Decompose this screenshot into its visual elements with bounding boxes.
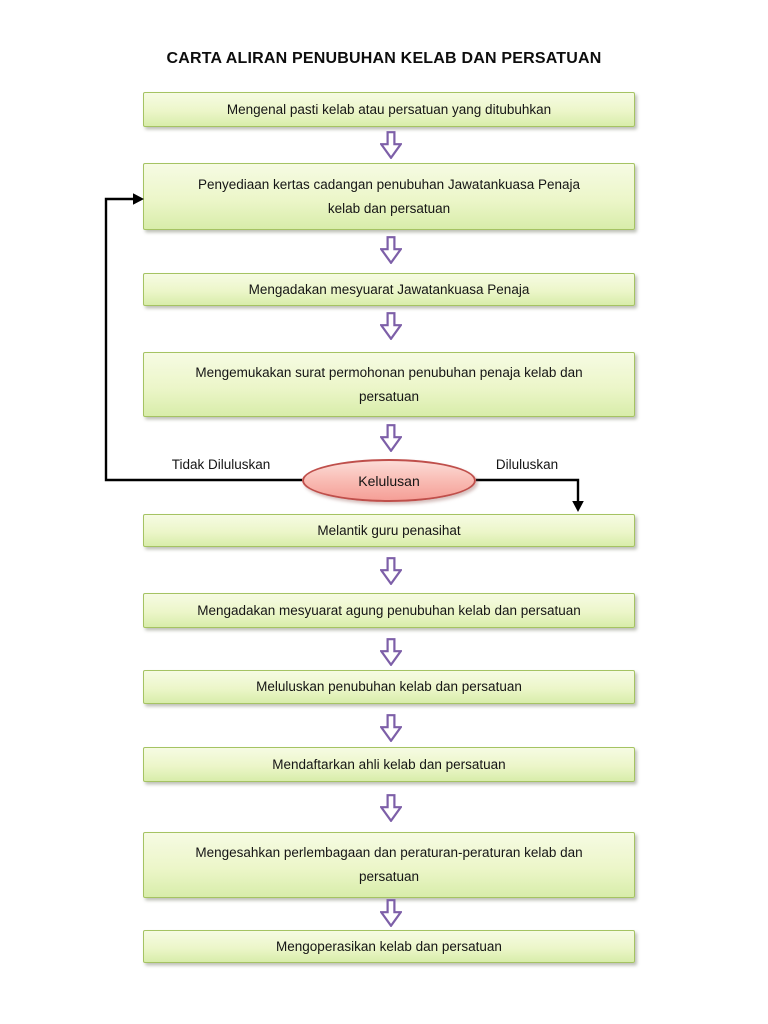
step-label: Mengoperasikan kelab dan persatuan: [276, 938, 502, 954]
step-label: Mengenal pasti kelab atau persatuan yang…: [226, 101, 552, 117]
step-label: Mendaftarkan ahli kelab dan persatuan: [272, 756, 506, 772]
decision-label: Kelulusan: [358, 472, 420, 489]
step-label: Melantik guru penasihat: [317, 522, 461, 538]
rejected-branch-line: [104, 197, 302, 482]
flow-arrow-down-icon: [380, 424, 402, 452]
flow-arrow-down-icon: [380, 312, 402, 340]
step-box-agm: Mengadakan mesyuarat agung penubuhan kel…: [143, 593, 635, 628]
step-label: Meluluskan penubuhan kelab dan persatuan: [256, 679, 522, 694]
arrowhead-down-icon: [572, 501, 584, 512]
step-label: Mengadakan mesyuarat Jawatankuasa Penaja: [248, 281, 530, 297]
flow-arrow-down-icon: [380, 236, 402, 264]
flow-arrow-down-icon: [380, 899, 402, 927]
step-box-proposal: Penyediaan kertas cadangan penubuhan Jaw…: [143, 163, 635, 230]
step-label: Mengadakan mesyuarat agung penubuhan kel…: [197, 602, 581, 618]
flow-arrow-down-icon: [380, 638, 402, 666]
step-box-register: Mendaftarkan ahli kelab dan persatuan: [143, 747, 635, 782]
branch-label-rejected: Tidak Diluluskan: [171, 457, 271, 472]
step-box-approve: Meluluskan penubuhan kelab dan persatuan: [143, 670, 635, 704]
page-title: CARTA ALIRAN PENUBUHAN KELAB DAN PERSATU…: [166, 50, 602, 67]
step-label: Mengesahkan perlembagaan dan peraturan-p…: [195, 845, 583, 884]
step-box-application: Mengemukakan surat permohonan penubuhan …: [143, 352, 635, 417]
step-box-identify: Mengenal pasti kelab atau persatuan yang…: [143, 92, 635, 127]
branch-label-approved: Diluluskan: [495, 457, 559, 472]
flow-arrow-down-icon: [380, 714, 402, 742]
step-box-meeting: Mengadakan mesyuarat Jawatankuasa Penaja: [143, 273, 635, 306]
decision-ellipse: Kelulusan: [302, 459, 476, 502]
flow-arrow-down-icon: [380, 794, 402, 822]
step-label: Mengemukakan surat permohonan penubuhan …: [195, 364, 583, 404]
step-label: Penyediaan kertas cadangan penubuhan Jaw…: [197, 176, 581, 216]
step-box-constitution: Mengesahkan perlembagaan dan peraturan-p…: [143, 832, 635, 898]
step-box-operate: Mengoperasikan kelab dan persatuan: [143, 930, 635, 963]
approved-branch-line: [476, 478, 580, 502]
flow-arrow-down-icon: [380, 131, 402, 159]
step-box-advisor: Melantik guru penasihat: [143, 514, 635, 547]
flow-arrow-down-icon: [380, 557, 402, 585]
